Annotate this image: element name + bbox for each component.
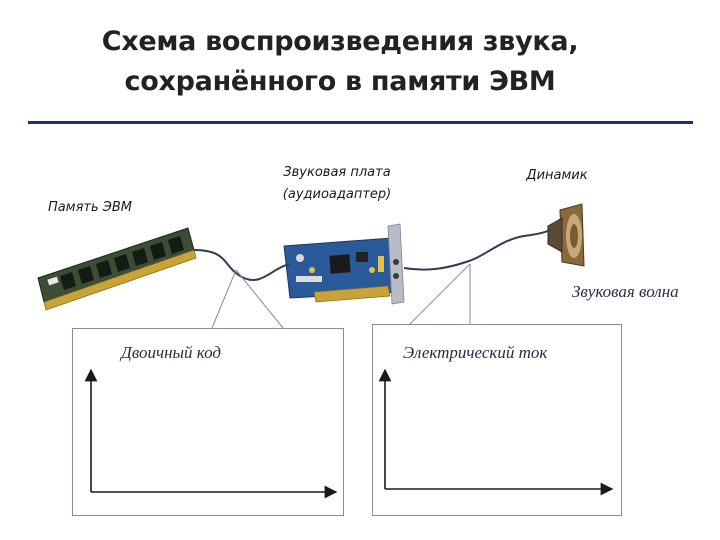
sound-card-label-line-1: Звуковая плата: [283, 165, 391, 180]
electric-current-box: Электрический ток: [372, 324, 622, 516]
title-line-1: Схема воспроизведения звука,: [101, 26, 579, 57]
sound-card-label-line-2: (аудиоадаптер): [282, 187, 392, 202]
binary-code-label: Двоичный код: [121, 343, 221, 362]
cable-ram-to-card: [193, 249, 291, 281]
title-divider: [28, 121, 693, 124]
speaker-image: [547, 203, 585, 267]
ram-module-image: [37, 227, 197, 311]
electric-current-label: Электрический ток: [403, 343, 548, 362]
title-line-2: сохранённого в памяти ЭВМ: [124, 66, 556, 97]
cable-card-to-speaker: [403, 229, 551, 271]
sound-card-label: Звуковая плата (аудиоадаптер): [262, 162, 412, 206]
electric-current-axes: [378, 368, 614, 496]
page-title: Схема воспроизведения звука, сохранённог…: [60, 22, 620, 102]
binary-code-axes: [84, 368, 338, 499]
memory-label: Память ЭВМ: [48, 200, 132, 215]
binary-code-box: Двоичный код: [72, 328, 344, 516]
sound-wave-label: Звуковая волна: [572, 282, 679, 301]
sound-card-image: [283, 223, 405, 305]
speaker-label: Динамик: [526, 168, 588, 183]
